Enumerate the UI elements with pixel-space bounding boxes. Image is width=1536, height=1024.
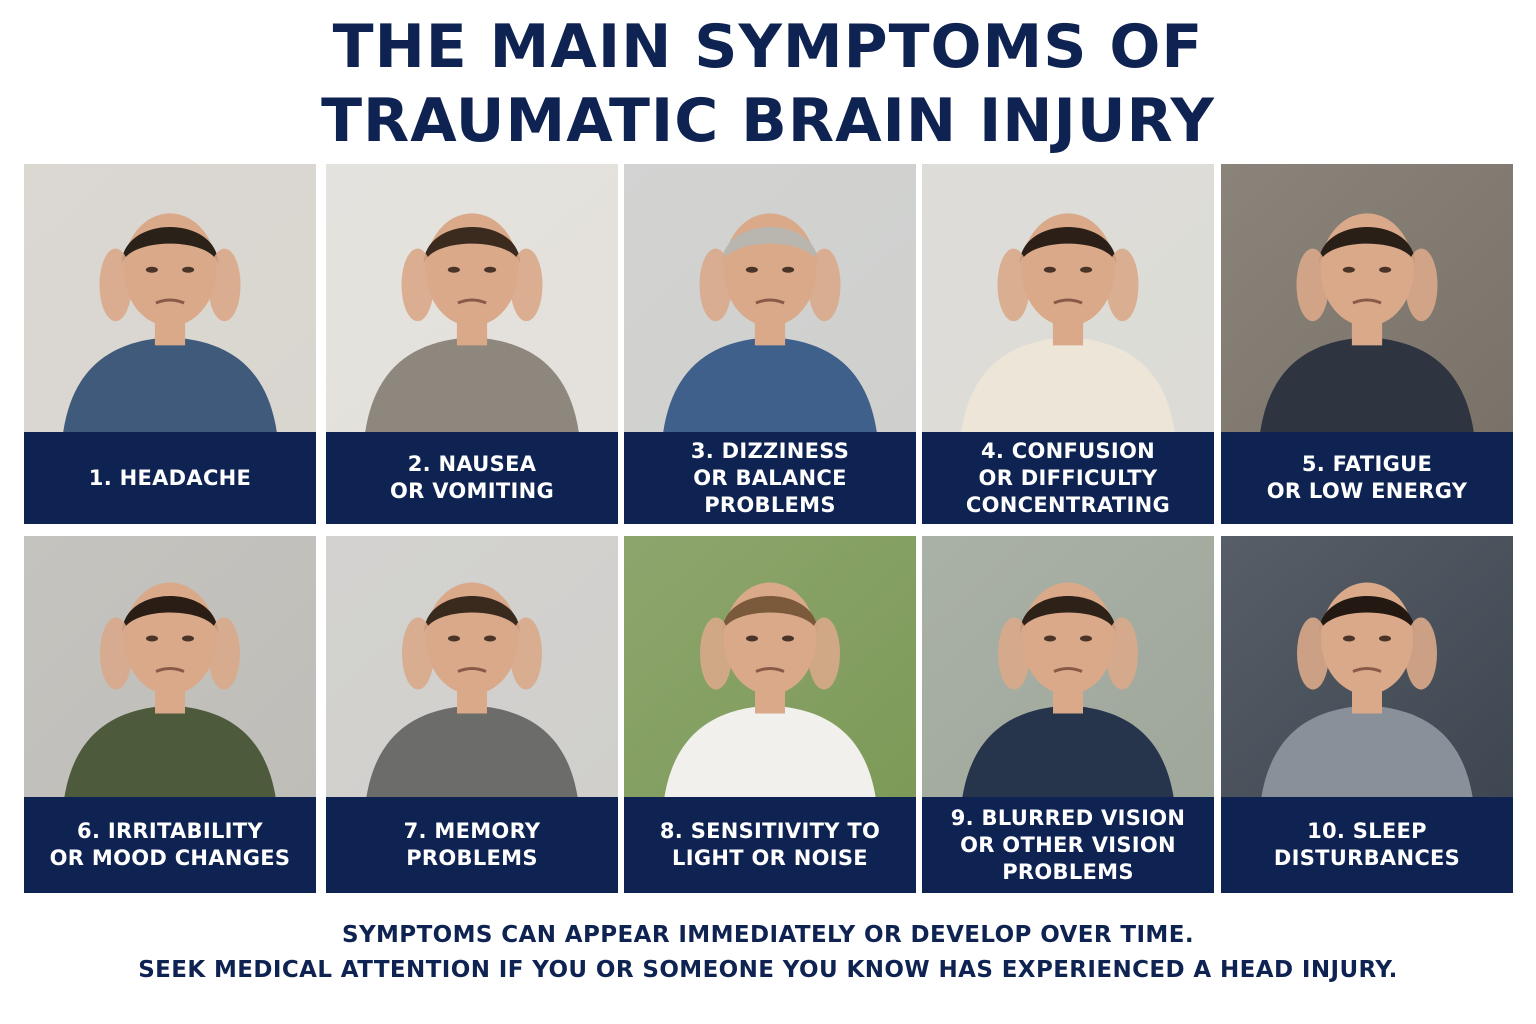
symptom-label-box: 10. SLEEP DISTURBANCES [1221, 797, 1513, 893]
symptom-label-box: 1. HEADACHE [24, 432, 316, 524]
symptom-label: 3. DIZZINESS OR BALANCE PROBLEMS [690, 438, 850, 517]
symptom-label: 9. BLURRED VISION OR OTHER VISION PROBLE… [950, 805, 1186, 884]
symptom-label-box: 8. SENSITIVITY TO LIGHT OR NOISE [624, 797, 916, 893]
dizziness-photo [624, 164, 916, 432]
confusion-photo [922, 164, 1214, 432]
symptom-card: 3. DIZZINESS OR BALANCE PROBLEMS [624, 164, 916, 524]
blurred-vision-photo [922, 536, 1214, 797]
symptom-card: 8. SENSITIVITY TO LIGHT OR NOISE [624, 536, 916, 893]
symptom-card: 7. MEMORY PROBLEMS [326, 536, 618, 893]
symptom-label-box: 2. NAUSEA OR VOMITING [326, 432, 618, 524]
symptom-label: 1. HEADACHE [88, 465, 252, 490]
symptom-card: 1. HEADACHE [24, 164, 316, 524]
symptom-card: 9. BLURRED VISION OR OTHER VISION PROBLE… [922, 536, 1214, 893]
symptom-card: 2. NAUSEA OR VOMITING [326, 164, 618, 524]
fatigue-photo [1221, 164, 1513, 432]
symptom-card: 10. SLEEP DISTURBANCES [1221, 536, 1513, 893]
footer-line-1: SYMPTOMS CAN APPEAR IMMEDIATELY OR DEVEL… [342, 922, 1194, 948]
headache-photo [24, 164, 316, 432]
title-line-2: TRAUMATIC BRAIN INJURY [321, 86, 1215, 156]
symptom-label-box: 6. IRRITABILITY OR MOOD CHANGES [24, 797, 316, 893]
sleep-photo [1221, 536, 1513, 797]
symptom-card: 4. CONFUSION OR DIFFICULTY CONCENTRATING [922, 164, 1214, 524]
symptom-label: 8. SENSITIVITY TO LIGHT OR NOISE [659, 819, 881, 870]
nausea-photo [326, 164, 618, 432]
irritability-photo [24, 536, 316, 797]
sensitivity-photo [624, 536, 916, 797]
symptom-card: 6. IRRITABILITY OR MOOD CHANGES [24, 536, 316, 893]
symptom-label-box: 5. FATIGUE OR LOW ENERGY [1221, 432, 1513, 524]
symptom-label: 4. CONFUSION OR DIFFICULTY CONCENTRATING [965, 438, 1171, 517]
symptom-label: 10. SLEEP DISTURBANCES [1273, 819, 1461, 870]
symptom-label-box: 3. DIZZINESS OR BALANCE PROBLEMS [624, 432, 916, 524]
symptom-label: 7. MEMORY PROBLEMS [403, 819, 541, 870]
footer-line-2: SEEK MEDICAL ATTENTION IF YOU OR SOMEONE… [138, 957, 1398, 983]
symptom-label-box: 7. MEMORY PROBLEMS [326, 797, 618, 893]
symptom-label-box: 9. BLURRED VISION OR OTHER VISION PROBLE… [922, 797, 1214, 893]
footer-note: SYMPTOMS CAN APPEAR IMMEDIATELY OR DEVEL… [0, 918, 1536, 988]
symptom-label: 6. IRRITABILITY OR MOOD CHANGES [49, 819, 291, 870]
memory-photo [326, 536, 618, 797]
symptom-card: 5. FATIGUE OR LOW ENERGY [1221, 164, 1513, 524]
symptom-label-box: 4. CONFUSION OR DIFFICULTY CONCENTRATING [922, 432, 1214, 524]
symptom-label: 2. NAUSEA OR VOMITING [389, 452, 555, 503]
title-line-1: THE MAIN SYMPTOMS OF [332, 12, 1204, 82]
page-title: THE MAIN SYMPTOMS OF TRAUMATIC BRAIN INJ… [0, 10, 1536, 158]
symptom-label: 5. FATIGUE OR LOW ENERGY [1266, 452, 1468, 503]
